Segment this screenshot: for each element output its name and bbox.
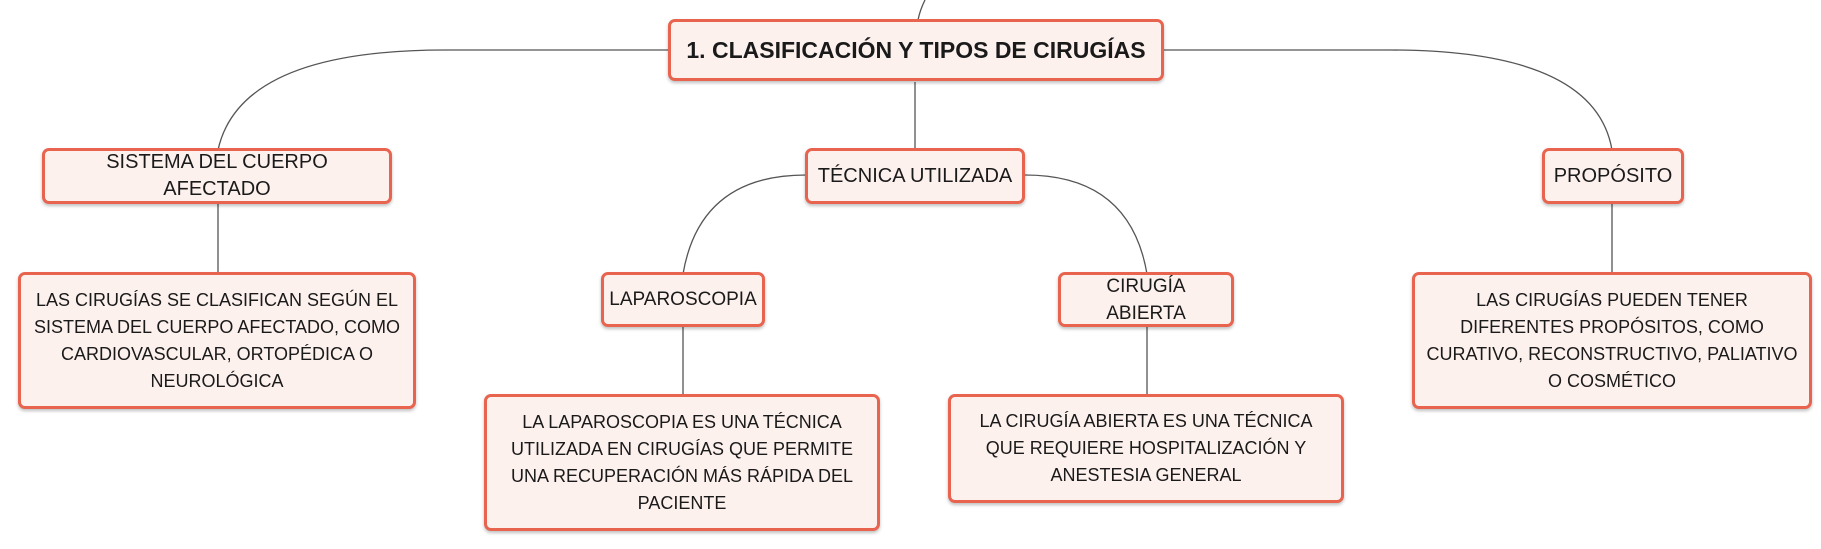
- connector-parent-to-root: [917, 0, 926, 21]
- cirugia-abierta-detail-node[interactable]: LA CIRUGÍA ABIERTA ES UNA TÉCNICA QUE RE…: [948, 394, 1344, 503]
- proposito-detail-node[interactable]: LAS CIRUGÍAS PUEDEN TENER DIFERENTES PRO…: [1412, 272, 1812, 409]
- cirugia-abierta-node[interactable]: CIRUGÍA ABIERTA: [1058, 272, 1234, 327]
- connector-root-to-sistema: [217, 49, 670, 151]
- proposito-detail-text: LAS CIRUGÍAS PUEDEN TENER DIFERENTES PRO…: [1426, 289, 1798, 391]
- laparoscopia-node[interactable]: LAPAROSCOPIA: [601, 272, 765, 327]
- proposito-label: PROPÓSITO: [1553, 164, 1673, 187]
- root-topic-label: 1. CLASIFICACIÓN Y TIPOS DE CIRUGÍAS: [686, 36, 1146, 63]
- proposito-node[interactable]: PROPÓSITO: [1542, 148, 1684, 204]
- laparoscopia-label: LAPAROSCOPIA: [609, 289, 757, 310]
- sistema-label: SISTEMA DEL CUERPO AFECTADO: [106, 151, 328, 200]
- tecnica-label: TÉCNICA UTILIZADA: [817, 164, 1013, 187]
- tecnica-node[interactable]: TÉCNICA UTILIZADA: [805, 148, 1025, 204]
- laparoscopia-detail-text: LA LAPAROSCOPIA ES UNA TÉCNICA UTILIZADA…: [510, 411, 854, 513]
- connector-tecnica-to-laparoscopia: [682, 174, 807, 275]
- cirugia-abierta-label: CIRUGÍA ABIERTA: [1106, 275, 1186, 324]
- laparoscopia-detail-node[interactable]: LA LAPAROSCOPIA ES UNA TÉCNICA UTILIZADA…: [484, 394, 880, 531]
- sistema-detail-node[interactable]: LAS CIRUGÍAS SE CLASIFICAN SEGÚN EL SIST…: [18, 272, 416, 409]
- sistema-detail-text: LAS CIRUGÍAS SE CLASIFICAN SEGÚN EL SIST…: [33, 289, 401, 391]
- connector-root-to-proposito: [1162, 49, 1613, 151]
- cirugia-abierta-detail-text: LA CIRUGÍA ABIERTA ES UNA TÉCNICA QUE RE…: [979, 411, 1313, 485]
- sistema-node[interactable]: SISTEMA DEL CUERPO AFECTADO: [42, 148, 392, 204]
- root-topic-node[interactable]: 1. CLASIFICACIÓN Y TIPOS DE CIRUGÍAS: [668, 19, 1164, 81]
- connector-tecnica-to-abierta: [1024, 174, 1148, 275]
